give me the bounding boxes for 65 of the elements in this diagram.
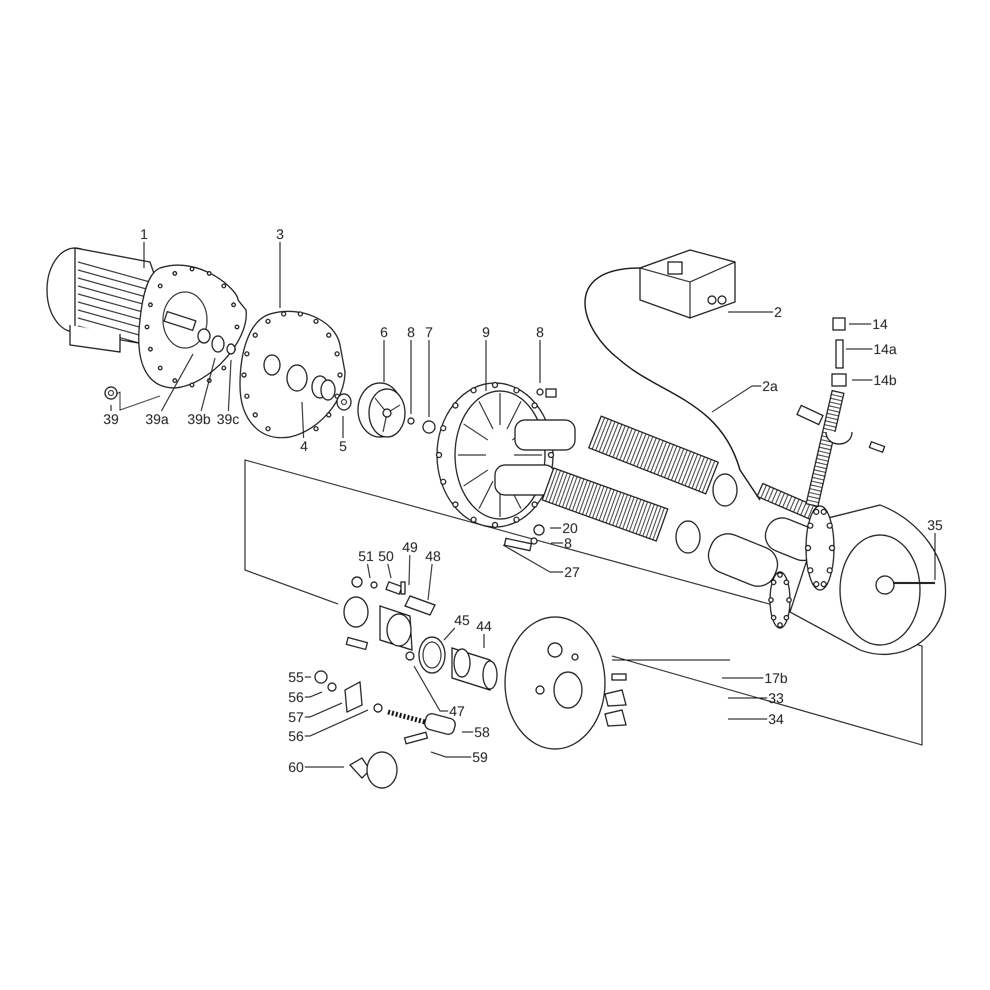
leader-line xyxy=(408,554,410,586)
callout-number: 8 xyxy=(406,324,416,340)
callout-number: 39 xyxy=(102,411,120,427)
callout-number: 44 xyxy=(475,618,493,634)
callout-number: 27 xyxy=(563,564,581,580)
callout-number: 7 xyxy=(424,324,434,340)
leader-line xyxy=(304,692,322,698)
leader-line xyxy=(304,702,342,718)
callout-number: 20 xyxy=(561,520,579,536)
leader-line xyxy=(160,354,194,412)
callout-number: 33 xyxy=(767,690,785,706)
leader-line xyxy=(712,386,762,412)
callout-number: 56 xyxy=(287,689,305,705)
callout-number: 39c xyxy=(216,411,240,427)
callout-number: 45 xyxy=(453,612,471,628)
callout-number: 8 xyxy=(563,535,573,551)
callout-number: 14 xyxy=(871,316,889,332)
callout-number: 9 xyxy=(481,324,491,340)
callout-number: 6 xyxy=(379,324,389,340)
leader-line xyxy=(934,532,936,580)
leader-line xyxy=(550,542,564,544)
leader-line xyxy=(367,564,370,578)
callout-number: 35 xyxy=(926,517,944,533)
leader-line xyxy=(304,710,368,736)
leader-line xyxy=(502,544,564,572)
callout-number: 59 xyxy=(471,749,489,765)
callout-number: 14a xyxy=(872,341,898,357)
callout-number: 49 xyxy=(401,539,419,555)
callout-number: 51 xyxy=(357,548,375,564)
leader-line xyxy=(410,340,412,414)
leader-line xyxy=(342,416,344,438)
callout-number: 34 xyxy=(767,711,785,727)
callout-number: 14b xyxy=(872,372,898,388)
leader-line xyxy=(302,402,304,438)
callout-number: 58 xyxy=(473,724,491,740)
callout-number: 39a xyxy=(144,411,170,427)
leader-line xyxy=(428,340,430,418)
callout-number: 17b xyxy=(763,670,789,686)
callout-number: 56 xyxy=(287,728,305,744)
callout-number: 4 xyxy=(299,438,309,454)
leader-line xyxy=(387,564,392,578)
callout-number: 55 xyxy=(287,669,305,685)
callout-number: 1 xyxy=(139,226,149,242)
callout-number: 39b xyxy=(186,411,212,427)
callout-number: 2 xyxy=(773,304,783,320)
leader-line xyxy=(304,766,344,768)
leader-line xyxy=(846,348,873,350)
leader-line xyxy=(200,358,216,412)
leader-line xyxy=(228,360,232,412)
callout-number: 3 xyxy=(275,226,285,242)
callout-number: 50 xyxy=(377,548,395,564)
leader-line xyxy=(304,676,312,678)
callout-number: 47 xyxy=(448,703,466,719)
leader-line xyxy=(110,404,112,412)
callout-number: 60 xyxy=(287,759,305,775)
leader-line xyxy=(430,752,472,758)
callout-number: 57 xyxy=(287,709,305,725)
callout-number: 48 xyxy=(424,548,442,564)
callout-number: 2a xyxy=(761,378,779,394)
leader-line xyxy=(444,628,456,640)
callout-number: 8 xyxy=(535,324,545,340)
leader-line xyxy=(428,564,433,600)
callout-number: 5 xyxy=(338,438,348,454)
leader-line xyxy=(414,666,449,712)
leader-line xyxy=(728,718,768,720)
